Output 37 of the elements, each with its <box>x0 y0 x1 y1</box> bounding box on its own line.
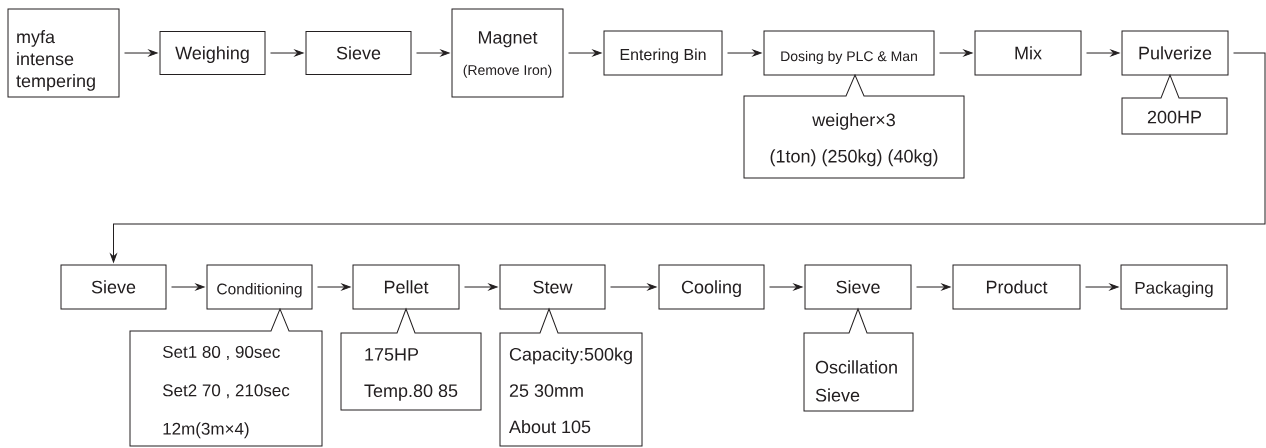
arrow <box>124 49 158 57</box>
process-box: Weighing <box>159 31 266 75</box>
process-box: Sieve <box>60 264 167 310</box>
process-box: Mix <box>974 30 1082 76</box>
process-box: Pulverize <box>1121 30 1229 76</box>
callout-box: weigher×3 (1ton) (250kg) (40kg) <box>743 74 965 179</box>
process-box: Cooling <box>658 264 765 310</box>
arrow <box>1085 283 1119 291</box>
callout-box: 200HP <box>1121 74 1228 135</box>
arrow <box>416 49 450 57</box>
arrow <box>464 283 498 291</box>
process-box: Stew <box>499 264 606 310</box>
process-box: Sieve <box>804 264 912 310</box>
process-box: myfa intense tempering <box>7 8 120 98</box>
process-box: Sieve <box>305 31 412 75</box>
arrow <box>769 283 803 291</box>
callout-box: Oscillation Sieve <box>803 308 914 412</box>
callout-box: Set1 80 , 90sec Set2 70 , 210sec 12m(3m×4) <box>129 308 323 447</box>
arrow <box>110 52 1266 263</box>
process-box: Packaging <box>1120 264 1228 310</box>
arrow <box>317 283 351 291</box>
arrow <box>727 49 762 57</box>
process-box: Conditioning <box>206 264 313 310</box>
process-box: Product <box>952 264 1081 310</box>
callout-box: Capacity:500kg 25 30mm About 105 <box>499 308 643 447</box>
callout-box: 175HP Temp.80 85 <box>340 308 482 411</box>
process-box: Magnet (Remove Iron) <box>451 8 564 98</box>
arrow <box>610 283 657 291</box>
process-box: Entering Bin <box>603 30 723 76</box>
process-box: Dosing by PLC & Man <box>763 30 935 76</box>
process-box: Pellet <box>352 264 460 310</box>
arrow <box>1086 49 1120 57</box>
arrow <box>916 283 951 291</box>
arrow <box>270 49 304 57</box>
arrow <box>939 49 973 57</box>
arrow <box>568 49 602 57</box>
arrow <box>171 283 205 291</box>
